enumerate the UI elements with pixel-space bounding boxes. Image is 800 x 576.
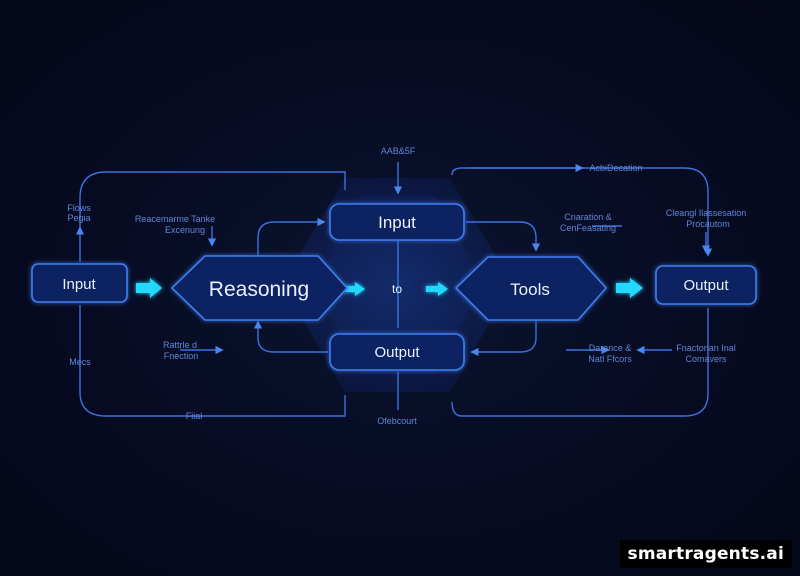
right-output-node (655, 265, 757, 305)
flow-arrow-2 (343, 282, 365, 296)
label-right-mid-bottom-1: Darance & (589, 343, 632, 353)
right-output-label: Output (683, 277, 729, 294)
label-top-center: AAB&5F (381, 146, 416, 156)
tools-node (454, 256, 608, 321)
loop-bottom-right (451, 308, 709, 417)
flow-arrow-1 (136, 278, 162, 298)
label-left-top-1: Flows (67, 203, 91, 213)
watermark: smartragents.ai (619, 540, 792, 568)
left-input-label: Input (62, 276, 96, 293)
top-input-label: Input (378, 213, 416, 232)
label-left-mid-bottom-1: Rattrle d (163, 340, 197, 350)
label-left-mid-bottom-2: Fnection (164, 351, 199, 361)
label-top-right-arrow: AcbiDecation (589, 163, 642, 173)
tools-label: Tools (510, 280, 550, 299)
center-to-label: to (392, 282, 402, 296)
label-left-bottom: Mecs (69, 357, 91, 367)
label-right-mid-top-1: Cnaration & (564, 212, 612, 222)
flow-arrow-3 (426, 282, 448, 296)
loop-top-right (451, 167, 713, 257)
bottom-output-node (329, 333, 465, 371)
top-input-node (329, 203, 465, 241)
reasoning-label: Reasoning (209, 278, 309, 301)
label-left-top-2: Pegia (67, 213, 90, 223)
reasoning-node (170, 255, 349, 321)
label-right-mid-bottom-2: Natl Ffcors (588, 354, 632, 364)
flow-arrow-4 (616, 278, 643, 298)
label-left-mid-top-1: Reacemarme Tanke (135, 214, 215, 224)
loop-top-left (79, 171, 346, 262)
label-right-top-1: Cleangl Ilassesation (666, 208, 747, 218)
label-bottom-left: Fiial (186, 411, 203, 421)
label-right-top-2: Procautom (686, 219, 730, 229)
label-bottom-center: Ofebcourt (377, 416, 417, 426)
loop-bottom-left (79, 305, 346, 417)
label-left-mid-top-2: Excenung (165, 225, 205, 235)
label-right-bottom-1: Fnactonan Inal (676, 343, 736, 353)
bottom-output-label: Output (374, 344, 420, 361)
left-input-node (31, 263, 128, 303)
label-right-mid-top-2: CenFeasating (560, 223, 616, 233)
label-right-bottom-2: Comavers (685, 354, 727, 364)
